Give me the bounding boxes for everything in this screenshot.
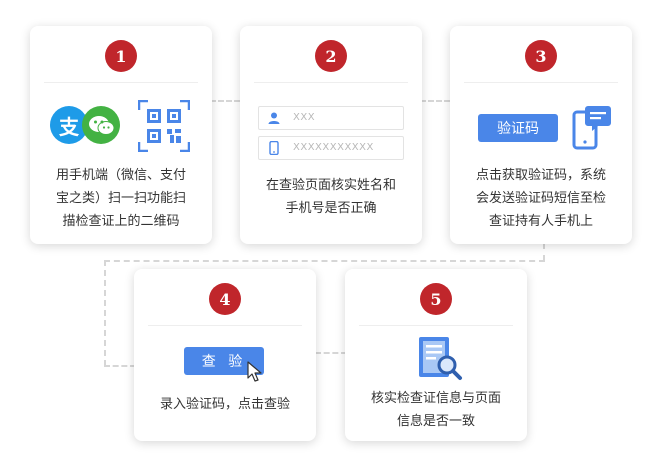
name-placeholder: XXX	[293, 112, 316, 123]
step-card-4: 4 查 验 录入验证码，点击查验	[134, 269, 316, 441]
connector-to-4	[104, 365, 136, 367]
step-description: 录入验证码，点击查验	[159, 397, 290, 412]
name-field[interactable]: XXX	[258, 106, 404, 130]
wechat-icon	[82, 106, 120, 144]
step-number-badge: 3	[525, 40, 557, 72]
step-number-badge: 4	[209, 283, 241, 315]
step-number-badge: 5	[420, 283, 452, 315]
sms-phone-icon	[572, 106, 611, 150]
step-card-3: 3 验证码 点击获取验证码，系统 会发送验证码短信至检 查证持有人手机上	[450, 26, 632, 244]
phone-placeholder: XXXXXXXXXXX	[293, 142, 374, 153]
step-card-1: 1 支 用手机端（微信、支付 宝之类）扫一扫功能扫 描检查证上的二维码	[30, 26, 212, 244]
alipay-icon: 支	[50, 106, 88, 144]
connector-3-down	[543, 243, 545, 261]
step-number-badge: 1	[105, 40, 137, 72]
card-divider	[464, 82, 618, 83]
document-search-icon	[419, 337, 462, 380]
mobile-phone-icon	[269, 141, 279, 155]
step-card-5: 5 核实检查证信息与页面 信息是否一致	[345, 269, 527, 441]
get-code-button[interactable]: 验证码	[478, 114, 558, 142]
step-description: 核实检查证信息与页面 信息是否一致	[370, 391, 501, 429]
card-divider	[148, 325, 302, 326]
card-divider	[44, 82, 198, 83]
mouse-cursor-icon	[247, 361, 262, 382]
phone-field[interactable]: XXXXXXXXXXX	[258, 136, 404, 160]
connector-2-3	[420, 100, 450, 102]
step-description: 用手机端（微信、支付 宝之类）扫一扫功能扫 描检查证上的二维码	[55, 168, 186, 229]
user-icon	[268, 112, 280, 124]
step-description: 点击获取验证码，系统 会发送验证码短信至检 查证持有人手机上	[475, 168, 606, 229]
connector-1-2	[210, 100, 240, 102]
card-divider	[359, 325, 513, 326]
step-card-2: 2 XXX XXXXXXXXXXX 在查验页面核实姓名和 手机号是否正确	[240, 26, 422, 244]
connector-left-down	[104, 260, 106, 366]
step-description: 在查验页面核实姓名和 手机号是否正确	[265, 178, 396, 216]
qr-code-icon	[138, 100, 190, 152]
connector-row-link	[104, 260, 545, 262]
connector-4-5	[315, 352, 347, 354]
card-divider	[254, 82, 408, 83]
step-number-badge: 2	[315, 40, 347, 72]
